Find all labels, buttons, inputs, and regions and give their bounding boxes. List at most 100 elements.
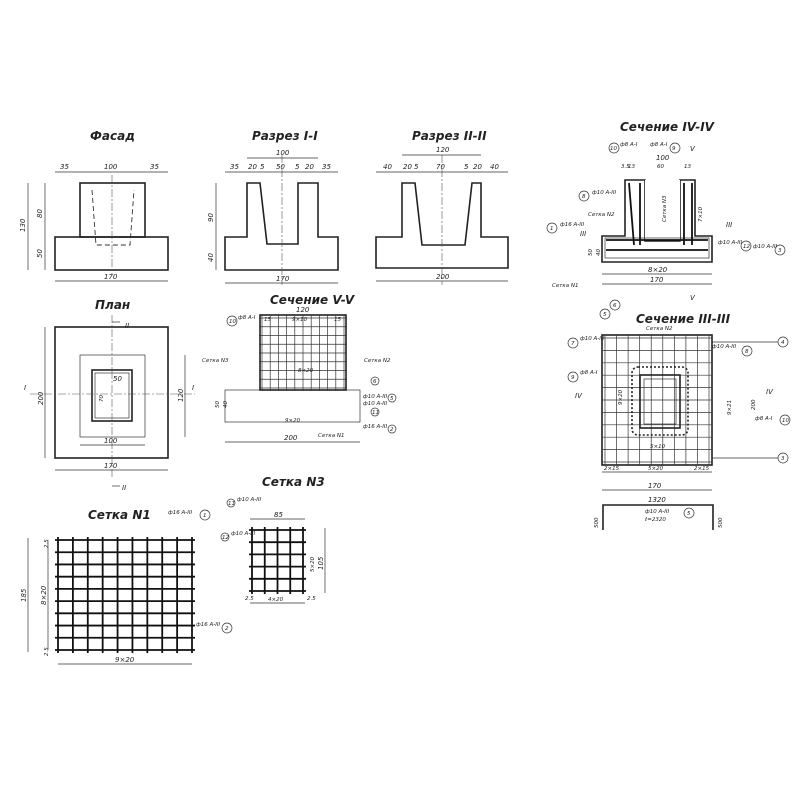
rebar-label: ф10 А-III — [592, 190, 616, 196]
cut-mark: II — [122, 484, 126, 492]
section-2-view: Разрез II-II 120 40 20 5 70 5 20 40 200 — [375, 129, 509, 285]
dim: 9×20 — [115, 656, 135, 664]
dim: 185 — [20, 588, 28, 602]
mesh-1-view: Сетка N1 ф16 А-III 1 ф16 А-III 2 185 8×2… — [20, 508, 233, 665]
mark-circle: 4 — [781, 340, 785, 346]
dim: 9×10 — [292, 317, 308, 323]
dim: 13 — [628, 164, 635, 170]
length-label: ℓ=2320 — [644, 517, 666, 523]
dim: 170 — [104, 462, 118, 470]
section-4-title: Сечение IV-IV — [620, 120, 716, 134]
dim: 2.5 — [44, 647, 50, 656]
facade-dim-mid: 100 — [104, 163, 118, 171]
dim: 120 — [177, 388, 185, 402]
section-2-dim: 70 — [436, 163, 445, 171]
rebar-label: ф10 А-III — [363, 394, 387, 400]
facade-view: Фасад 35 100 35 170 130 80 50 — [19, 129, 169, 282]
dim: 3.5 — [621, 164, 630, 170]
rebar-label: ф8 А-I — [755, 416, 773, 422]
dim: 2.5 — [44, 539, 50, 548]
dim: 40 — [223, 401, 229, 408]
dim: 200 — [751, 399, 757, 410]
dim: 200 — [284, 434, 298, 442]
cut-mark: I — [24, 384, 26, 392]
dim: 100 — [104, 437, 118, 445]
section-2-dim: 20 — [473, 163, 482, 171]
mark-circle: 5 — [687, 511, 691, 517]
mark-circle: 8 — [745, 349, 749, 355]
mark-circle: 3 — [781, 456, 785, 462]
cut-mark: V — [690, 145, 696, 153]
rebar-label: ф16 А-III — [196, 622, 220, 628]
rebar-label: ф16 А-III — [168, 510, 192, 516]
mark-circle: 10 — [229, 319, 236, 325]
dim: 50 — [588, 249, 594, 256]
dim: 5×10 — [650, 444, 666, 450]
dim: 85 — [274, 511, 283, 519]
mark-circle: 10 — [610, 146, 617, 152]
mesh-label: Сетка N1 — [552, 283, 578, 289]
rebar-label: ф10 А-III — [363, 401, 387, 407]
dim: 2.5 — [245, 596, 254, 602]
section-4-rebar — [628, 182, 635, 246]
rebar-label: ф8 А-I — [238, 315, 256, 321]
section-2-dim: 5 — [414, 163, 419, 171]
section-5-view: Сечение V-V 10 ф8 А-I 120 9×10 15 15 Сет… — [202, 293, 397, 443]
dim: 500 — [594, 517, 600, 528]
mark-circle: 5 — [603, 312, 607, 318]
dim: 5×20 — [310, 556, 316, 572]
section-1-dim: 5 — [260, 163, 265, 171]
facade-dim-total: 130 — [19, 218, 27, 232]
section-1-top-total: 100 — [276, 149, 290, 157]
section-1-dim: 20 — [305, 163, 314, 171]
mark-circle: 7 — [571, 341, 575, 347]
rebar-label: ф8 А-I — [580, 370, 598, 376]
facade-dim-left: 35 — [60, 163, 69, 171]
dim: 15 — [334, 317, 341, 323]
facade-dim-upper: 80 — [36, 209, 44, 218]
section-1-dim: 35 — [230, 163, 239, 171]
section-3-view: V Сечение III-III Сетка N2 5 6 7 ф10 А-I… — [567, 294, 791, 491]
mark-circle: 3 — [778, 248, 782, 254]
dim: 2×15 — [604, 466, 620, 472]
dim: 170 — [650, 276, 664, 284]
cut-mark: IV — [575, 392, 583, 400]
mark-circle: 2 — [390, 427, 394, 433]
mark-circle: 11 — [372, 410, 379, 416]
cut-mark: IV — [766, 388, 774, 396]
rebar-label: ф10 А-III — [718, 240, 742, 246]
dim: 120 — [296, 306, 310, 314]
mark-circle: 6 — [613, 303, 617, 309]
dim: 170 — [648, 482, 662, 490]
section-1-dim: 50 — [276, 163, 285, 171]
rebar-label: ф16 А-III — [560, 222, 584, 228]
plan-title: План — [95, 298, 130, 312]
dim: 2.5 — [307, 596, 316, 602]
dim: 13 — [684, 164, 691, 170]
mark-circle: 1 — [550, 226, 554, 232]
section-4-view: Сечение IV-IV 10 ф8 А-I ф8 А-I 9 V 100 3… — [546, 120, 786, 289]
section-1-view: Разрез I-I 100 35 20 5 50 5 20 35 170 90… — [207, 129, 339, 285]
mesh-label: Сетка N2 — [588, 212, 615, 218]
dim: 60 — [657, 164, 664, 170]
section-2-dim: 20 — [403, 163, 412, 171]
dim: 9×20 — [285, 418, 301, 424]
mesh-label: Сетка N2 — [364, 358, 391, 364]
cut-mark: V — [690, 294, 696, 302]
dim: 40 — [596, 249, 602, 256]
section-1-dim-bottom: 170 — [276, 275, 290, 283]
facade-title: Фасад — [90, 129, 135, 143]
mesh-3-title: Сетка N3 — [262, 475, 325, 489]
section-2-dim: 40 — [383, 163, 392, 171]
dim: 50 — [215, 401, 221, 408]
section-1-title: Разрез I-I — [252, 129, 318, 143]
section-3-title: Сечение III-III — [636, 312, 731, 326]
mesh-1-title: Сетка N1 — [88, 508, 151, 522]
cut-mark: III — [580, 230, 586, 238]
mesh-3-view: Сетка N3 11 ф10 А-III 12 ф10 А-III 85 10… — [220, 475, 326, 604]
mark-circle: 12 — [222, 535, 229, 541]
section-2-dim: 5 — [464, 163, 469, 171]
dim: 9×20 — [618, 389, 624, 405]
dim: 8×20 — [40, 585, 48, 605]
